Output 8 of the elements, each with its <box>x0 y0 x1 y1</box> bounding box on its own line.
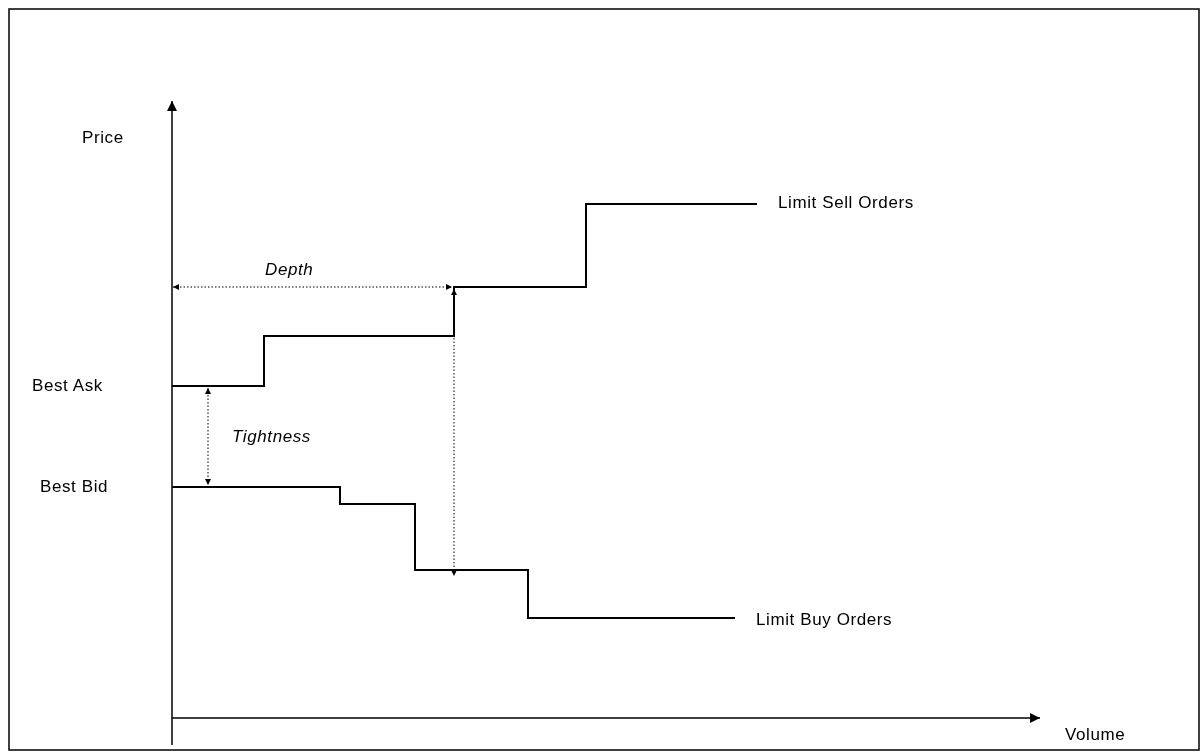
dimension-label: Depth <box>265 260 314 280</box>
axis-label: Volume <box>1065 725 1126 745</box>
dimension-label: Tightness <box>232 427 311 447</box>
axis-label: Price <box>82 128 124 148</box>
price-level-label: Best Ask <box>32 376 103 396</box>
price-level-label: Best Bid <box>40 477 109 497</box>
series-label: Limit Buy Orders <box>756 610 893 630</box>
series-label: Limit Sell Orders <box>778 193 914 213</box>
